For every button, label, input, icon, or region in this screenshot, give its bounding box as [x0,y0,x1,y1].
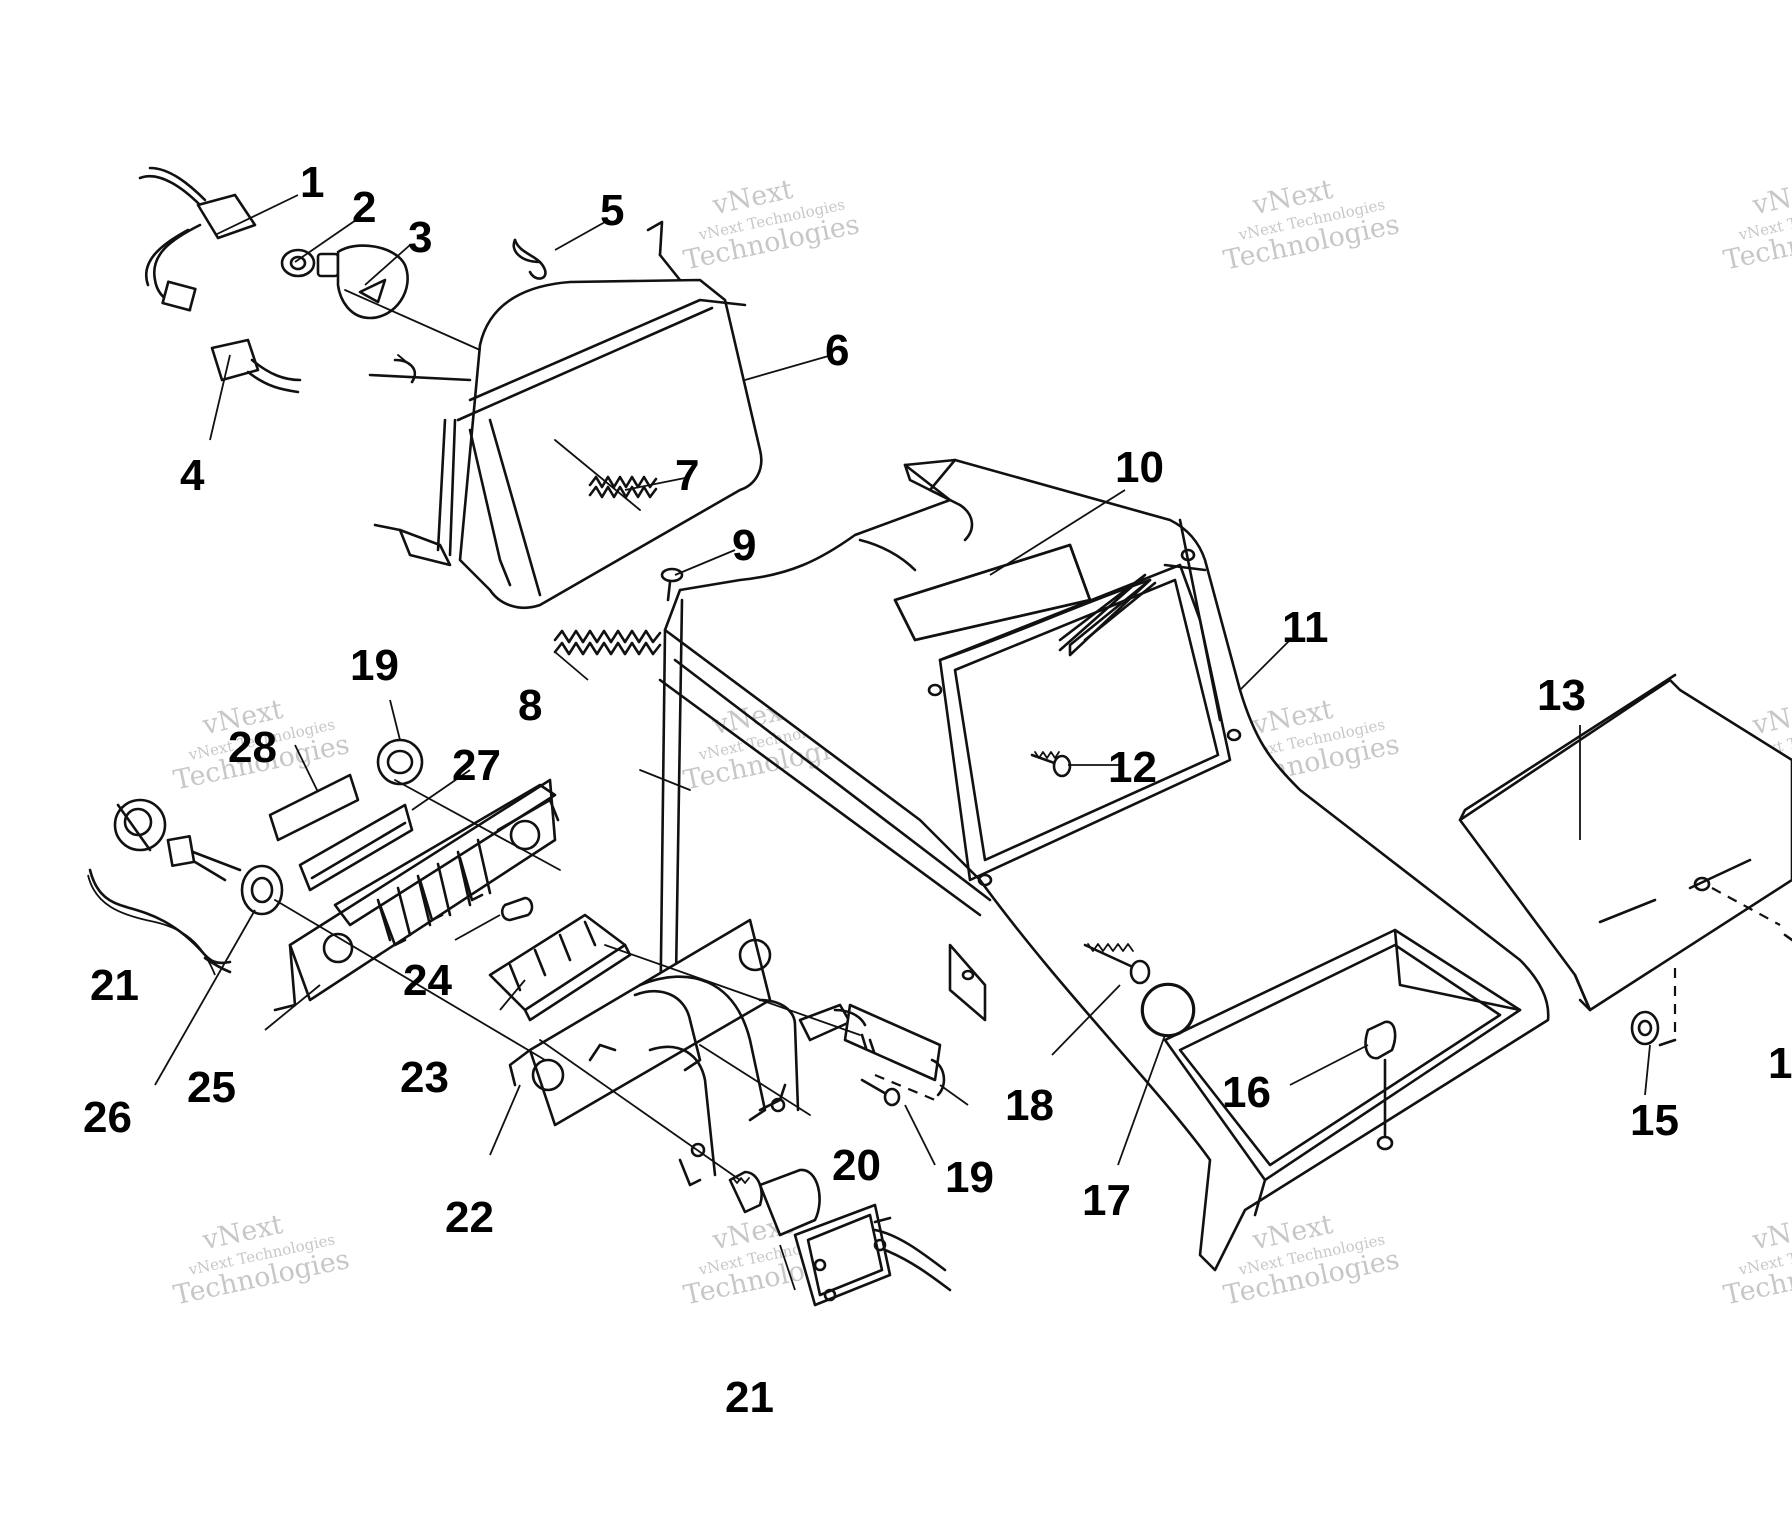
callout-1: 1 [300,158,324,207]
ignition-key-assembly [88,798,284,974]
callout-20: 20 [832,1141,881,1190]
callout-10: 10 [1115,443,1164,492]
headlight-wiring-harness [138,166,302,394]
decal-17 [1140,982,1196,1038]
callout-26: 26 [83,1093,132,1142]
callout-25: 25 [187,1063,236,1112]
callout-labels: 1 2 3 4 5 6 7 8 9 10 11 12 13 1 15 16 17… [83,158,1792,1422]
watermark-11: vNext vNext Technologies Technologies [1721,1209,1792,1311]
switch-block-23 [488,913,632,1022]
connector-plug-19 [798,1003,946,1097]
screw-12 [1030,751,1072,778]
watermark-8: vNext vNext Technologies Technologies [171,1209,352,1311]
callout-16: 16 [1222,1068,1271,1117]
headlight-housing [368,220,763,610]
callout-17: 17 [1082,1176,1131,1225]
callout-21-bottom: 21 [725,1373,774,1422]
label-27 [298,803,414,892]
watermark-3: vNext vNext Technologies Technologies [1721,174,1792,276]
callout-5: 5 [600,186,624,235]
callout-15: 15 [1630,1096,1679,1145]
callout-4: 4 [180,451,205,500]
callout-22: 22 [445,1193,494,1242]
callout-11: 11 [1282,603,1329,652]
callout-19-bottom: 19 [945,1153,994,1202]
retaining-clip [512,238,547,280]
callout-24: 24 [403,956,452,1005]
label-28 [268,773,360,842]
watermark-2: vNext vNext Technologies Technologies [1221,174,1402,276]
console-hood [658,458,1550,1272]
callout-13: 13 [1537,671,1586,720]
watermark-text: vNext [1749,694,1792,741]
callout-2: 2 [352,183,376,232]
cover-plate [1458,673,1792,1047]
callout-9: 9 [732,521,756,570]
headlight-bulb [316,244,409,320]
callout-7: 7 [675,451,699,500]
screw-20 [860,1078,901,1107]
callout-18: 18 [1005,1081,1054,1130]
callout-3: 3 [408,213,432,262]
watermark-text: vNext [1749,174,1792,221]
callout-19-top: 19 [350,641,399,690]
bulb-socket-ring [280,248,316,278]
switch-panel-25 [273,778,560,1012]
callout-23: 23 [400,1053,449,1102]
leader-lines [87,194,1651,1291]
latch-16 [1364,1020,1397,1151]
ignition-switch-21 [728,1168,952,1307]
decal-10 [893,543,1092,642]
screw-9 [660,567,684,602]
screw-18 [1083,943,1151,985]
assembly-lines [274,289,936,1181]
fuse-24 [500,896,534,922]
callout-6: 6 [825,326,849,375]
callout-12: 12 [1108,743,1157,792]
callout-8: 8 [518,681,542,730]
adjustment-spring-small [588,475,658,499]
washer-15 [1630,1010,1660,1046]
callout-28: 28 [228,723,277,772]
callout-27: 27 [452,741,501,790]
watermark-1: vNext vNext Technologies Technologies [681,174,862,276]
callout-14: 1 [1768,1039,1792,1088]
bezel-ring-19 [376,738,424,786]
callout-21-left: 21 [90,961,139,1010]
adjustment-spring-large [553,629,662,656]
watermark-text: vNext [1749,1209,1792,1256]
